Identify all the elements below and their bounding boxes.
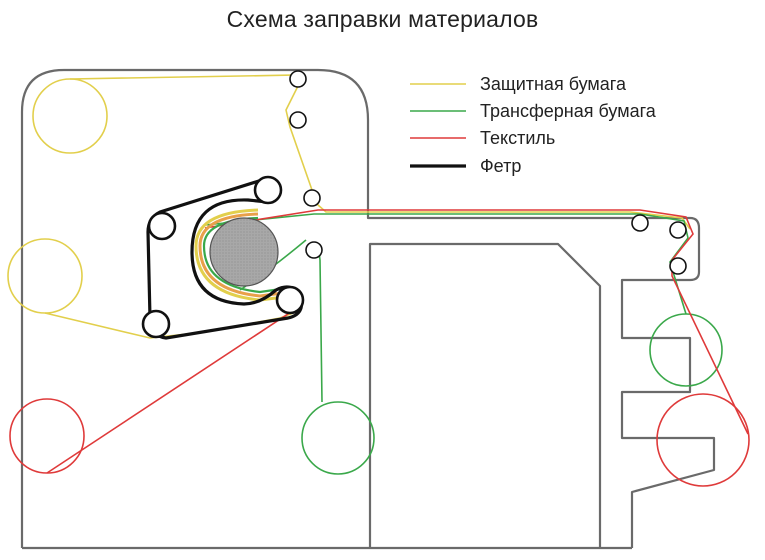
legend-item-transfer-paper: Трансферная бумага xyxy=(410,101,657,121)
textile-path xyxy=(9,209,750,487)
transfer-paper-bottom-reel xyxy=(301,401,375,475)
legend: Защитная бумага Трансферная бумага Текст… xyxy=(410,74,657,176)
felt-roller-bottom-left xyxy=(141,309,171,339)
idler-roller-4 xyxy=(305,241,323,259)
idler-rollers xyxy=(289,70,687,275)
wrap-yellow xyxy=(194,208,293,302)
idler-roller-7 xyxy=(669,257,687,275)
felt-roller-bottom-right xyxy=(275,285,305,315)
legend-label: Трансферная бумага xyxy=(480,101,657,121)
idler-roller-6 xyxy=(669,221,687,239)
protective-paper-left-reel xyxy=(7,238,83,314)
legend-item-textile: Текстиль xyxy=(410,128,555,148)
idler-roller-3 xyxy=(303,189,321,207)
legend-label: Фетр xyxy=(480,156,521,176)
wrap-orange xyxy=(198,212,291,298)
legend-label: Защитная бумага xyxy=(480,74,627,94)
textile-right-reel xyxy=(656,393,750,487)
felt-roller-top xyxy=(253,175,283,205)
transfer-paper-path xyxy=(204,213,723,475)
heat-drum-assembly xyxy=(141,175,305,340)
legend-item-felt: Фетр xyxy=(410,156,521,176)
frame-outline-main xyxy=(20,68,716,548)
diagram-title: Схема заправки материалов xyxy=(226,6,539,32)
idler-roller-5 xyxy=(631,214,649,232)
frame-inner-cutout xyxy=(368,242,602,548)
idler-roller-1 xyxy=(289,70,307,88)
legend-item-protective-paper: Защитная бумага xyxy=(410,74,627,94)
heat-drum xyxy=(209,217,279,287)
idler-roller-2 xyxy=(289,111,307,129)
transfer-paper-right-reel xyxy=(649,313,723,387)
felt-roller-left xyxy=(147,211,177,241)
machine-frame xyxy=(20,68,716,550)
legend-label: Текстиль xyxy=(480,128,555,148)
protective-paper-top-reel xyxy=(32,78,108,154)
